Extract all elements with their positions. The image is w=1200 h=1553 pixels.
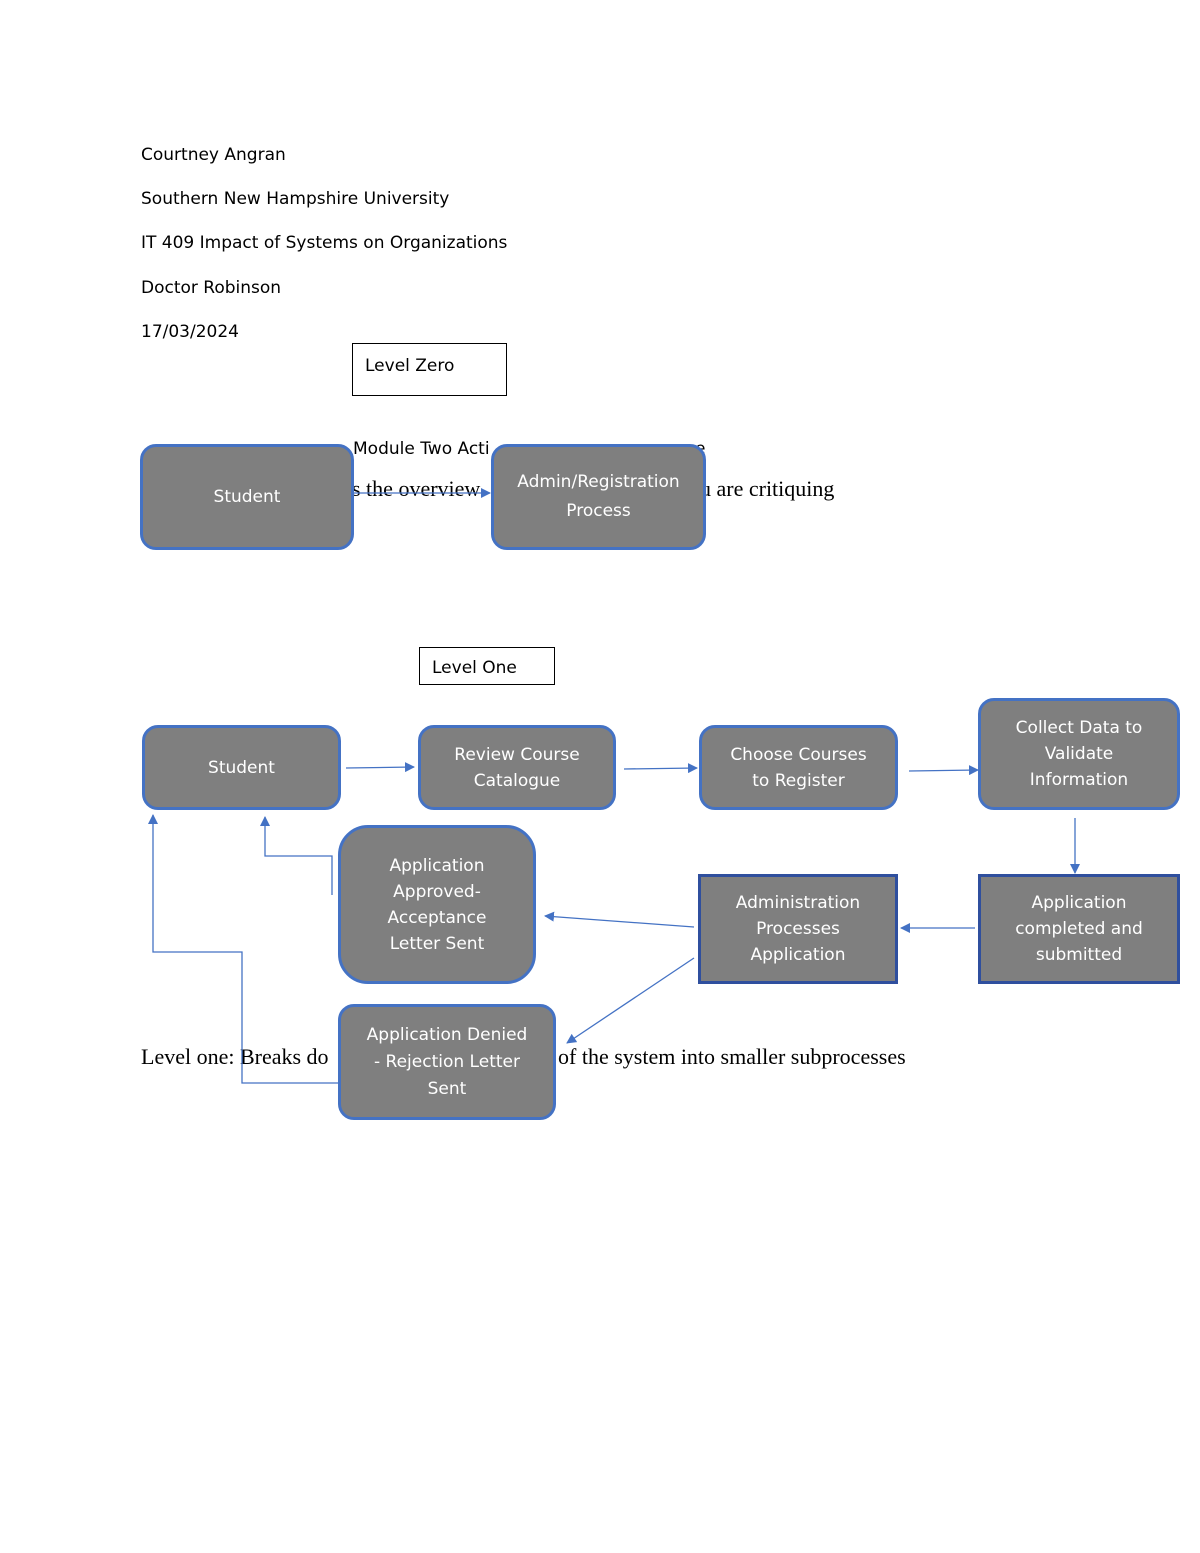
node-label: Student bbox=[208, 757, 275, 778]
level-zero-desc-right: u are critiquing bbox=[700, 476, 835, 501]
module-title-partial: Module Two Acti bbox=[353, 439, 490, 459]
arrow-denied-to-student bbox=[148, 814, 338, 1084]
level-one-desc-left: Level one: Breaks do bbox=[141, 1044, 329, 1069]
course-title: IT 409 Impact of Systems on Organization… bbox=[141, 233, 508, 253]
arrow-choose-to-collect bbox=[908, 765, 979, 776]
institution-name: Southern New Hampshire University bbox=[141, 189, 450, 209]
node-label: Admin/Registration Process bbox=[517, 472, 680, 521]
node-label: Collect Data to Validate Information bbox=[1015, 718, 1143, 790]
level-zero-student-node: Student bbox=[140, 444, 354, 550]
arrow-student-to-review bbox=[345, 762, 415, 773]
level-zero-admin-node: Admin/Registration Process bbox=[491, 444, 706, 550]
level-zero-desc-left: s the overview bbox=[352, 476, 481, 501]
level-zero-label: Level Zero bbox=[352, 343, 507, 396]
node-label: Choose Courses to Register bbox=[730, 744, 867, 791]
level-one-desc-right: of the system into smaller subprocesses bbox=[558, 1044, 906, 1069]
arrow-admin-to-approved bbox=[544, 911, 695, 928]
node-label: Application Approved- Acceptance Letter … bbox=[387, 855, 487, 954]
document-date: 17/03/2024 bbox=[141, 322, 239, 342]
node-label: Application Denied - Rejection Letter Se… bbox=[366, 1024, 528, 1099]
level-one-student-node: Student bbox=[142, 725, 341, 810]
node-label: Administration Processes Application bbox=[735, 893, 861, 965]
arrow-approved-to-student bbox=[260, 816, 333, 895]
node-label: Student bbox=[213, 487, 281, 507]
application-approved-node: Application Approved- Acceptance Letter … bbox=[338, 825, 536, 984]
collect-data-node: Collect Data to Validate Information bbox=[978, 698, 1180, 810]
level-one-label: Level One bbox=[419, 647, 555, 685]
application-denied-node: Application Denied - Rejection Letter Se… bbox=[338, 1004, 556, 1120]
arrow-admin-to-denied bbox=[566, 957, 695, 1044]
application-completed-node: Application completed and submitted bbox=[978, 874, 1180, 984]
node-label: Review Course Catalogue bbox=[454, 744, 580, 791]
instructor-name: Doctor Robinson bbox=[141, 278, 282, 298]
review-catalogue-node: Review Course Catalogue bbox=[418, 725, 616, 810]
arrow-review-to-choose bbox=[623, 763, 698, 774]
admin-processes-node: Administration Processes Application bbox=[698, 874, 898, 984]
author-name: Courtney Angran bbox=[141, 145, 286, 165]
node-label: Application completed and submitted bbox=[1015, 893, 1143, 965]
choose-courses-node: Choose Courses to Register bbox=[699, 725, 898, 810]
